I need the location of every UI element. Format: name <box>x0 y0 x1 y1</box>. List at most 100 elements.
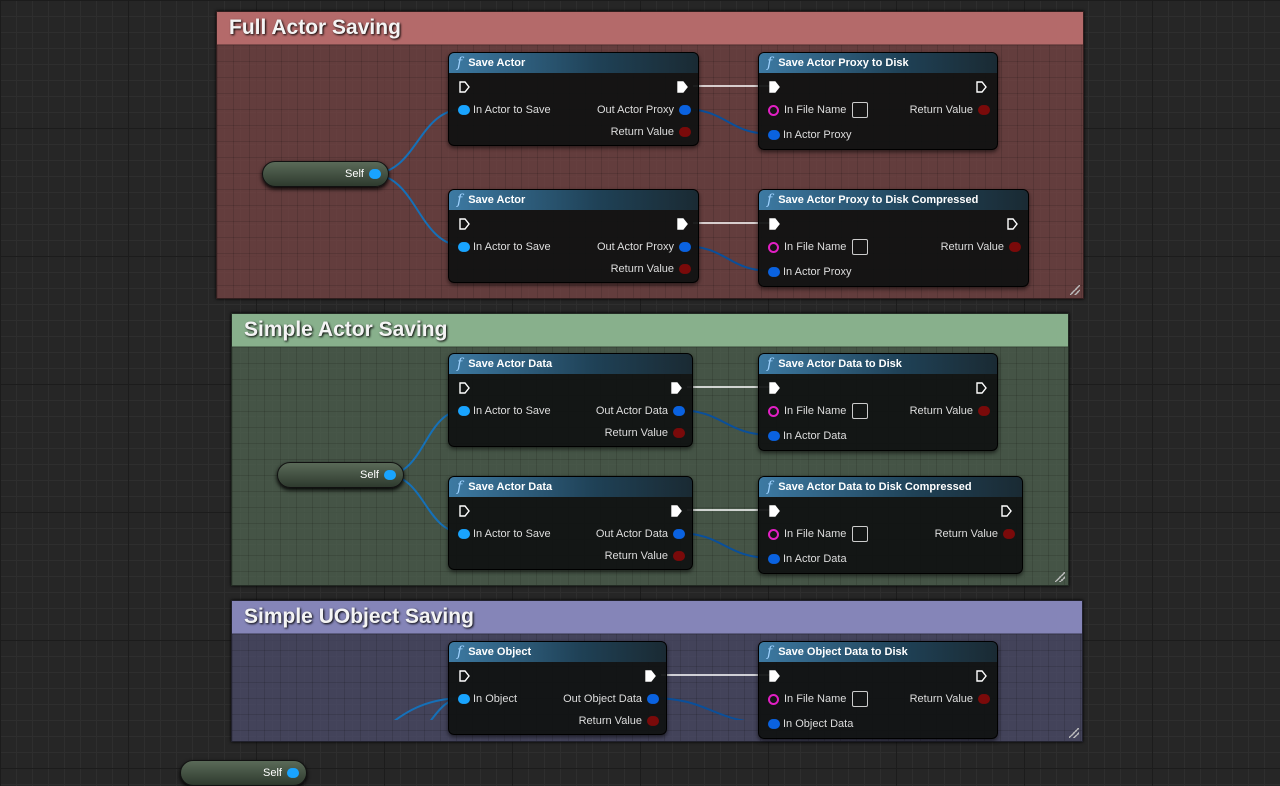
self-reference-node[interactable]: Self <box>180 760 307 786</box>
exec-in-pin[interactable] <box>769 668 780 684</box>
pin-label: Return Value <box>909 693 973 705</box>
string-pin[interactable] <box>768 104 779 116</box>
comment-title[interactable]: Full Actor Saving <box>217 12 1083 45</box>
object-pin[interactable] <box>458 242 468 252</box>
input-pin-row: In File Name <box>763 239 869 255</box>
exec-in-pin[interactable] <box>769 380 780 396</box>
object-out-pin[interactable] <box>673 529 683 539</box>
exec-in-pin[interactable] <box>769 503 780 519</box>
pin-label: In Actor to Save <box>473 104 551 116</box>
object-out-pin[interactable] <box>647 694 657 704</box>
self-pin[interactable] <box>287 768 297 778</box>
exec-in-pin[interactable] <box>459 668 470 684</box>
object-pin[interactable] <box>458 694 468 704</box>
bool-pin[interactable] <box>978 694 988 704</box>
comment-title[interactable]: Simple Actor Saving <box>232 314 1068 347</box>
exec-out-pin[interactable] <box>645 668 656 684</box>
file-name-input[interactable] <box>852 691 869 707</box>
string-pin[interactable] <box>768 405 779 417</box>
pin-label: Return Value <box>604 427 668 439</box>
input-pin-row: In Actor Data <box>763 551 847 567</box>
bool-pin[interactable] <box>1009 242 1019 252</box>
bool-pin[interactable] <box>679 264 689 274</box>
resize-grip[interactable] <box>1055 572 1065 582</box>
bool-pin[interactable] <box>978 406 988 416</box>
input-pin-row: In File Name <box>763 403 869 419</box>
object-pin[interactable] <box>458 406 468 416</box>
exec-out-pin[interactable] <box>1001 503 1012 519</box>
exec-in-pin[interactable] <box>459 216 470 232</box>
object-pin[interactable] <box>768 267 778 277</box>
function-icon: f <box>767 479 773 495</box>
exec-out-pin[interactable] <box>677 79 688 95</box>
bool-pin[interactable] <box>647 716 657 726</box>
file-name-input[interactable] <box>852 403 869 419</box>
object-pin[interactable] <box>768 554 778 564</box>
file-name-input[interactable] <box>852 239 869 255</box>
exec-in-pin[interactable] <box>769 216 780 232</box>
file-name-input[interactable] <box>852 526 869 542</box>
object-out-pin[interactable] <box>679 105 689 115</box>
exec-out-pin[interactable] <box>1007 216 1018 232</box>
comment-title[interactable]: Simple UObject Saving <box>232 601 1082 634</box>
self-pin[interactable] <box>384 470 394 480</box>
resize-grip[interactable] <box>1070 285 1080 295</box>
bool-pin[interactable] <box>978 105 988 115</box>
object-out-pin[interactable] <box>679 242 689 252</box>
self-pin[interactable] <box>369 169 379 179</box>
file-name-input[interactable] <box>852 102 869 118</box>
exec-in-pin[interactable] <box>459 503 470 519</box>
function-icon: f <box>767 55 773 71</box>
exec-in-pin[interactable] <box>459 380 470 396</box>
bool-pin[interactable] <box>673 428 683 438</box>
self-reference-node[interactable]: Self <box>262 161 389 187</box>
input-pin-row: In File Name <box>763 102 869 118</box>
bool-pin[interactable] <box>1003 529 1013 539</box>
exec-out-pin[interactable] <box>976 668 987 684</box>
exec-in-pin[interactable] <box>459 79 470 95</box>
string-pin[interactable] <box>768 528 779 540</box>
object-pin[interactable] <box>458 529 468 539</box>
object-pin[interactable] <box>458 105 468 115</box>
node-title: Save Actor Data to Disk Compressed <box>778 481 972 493</box>
exec-out-pin[interactable] <box>677 216 688 232</box>
bool-pin[interactable] <box>679 127 689 137</box>
exec-out-pin[interactable] <box>976 380 987 396</box>
function-icon: f <box>457 55 463 71</box>
exec-out-pin[interactable] <box>671 503 682 519</box>
object-pin[interactable] <box>768 431 778 441</box>
pin-label: In File Name <box>784 104 847 116</box>
object-out-pin[interactable] <box>673 406 683 416</box>
node-title: Save Actor Data <box>468 481 553 493</box>
node-header[interactable]: f Save Actor Data to Disk Compressed <box>759 477 1022 497</box>
bool-pin[interactable] <box>673 551 683 561</box>
string-pin[interactable] <box>768 693 779 705</box>
object-pin[interactable] <box>768 130 778 140</box>
exec-in-pin[interactable] <box>769 79 780 95</box>
string-pin[interactable] <box>768 241 779 253</box>
exec-out-pin[interactable] <box>671 380 682 396</box>
self-reference-node[interactable]: Self <box>277 462 404 488</box>
exec-out-pin[interactable] <box>976 79 987 95</box>
object-pin[interactable] <box>768 719 778 729</box>
resize-grip[interactable] <box>1069 728 1079 738</box>
